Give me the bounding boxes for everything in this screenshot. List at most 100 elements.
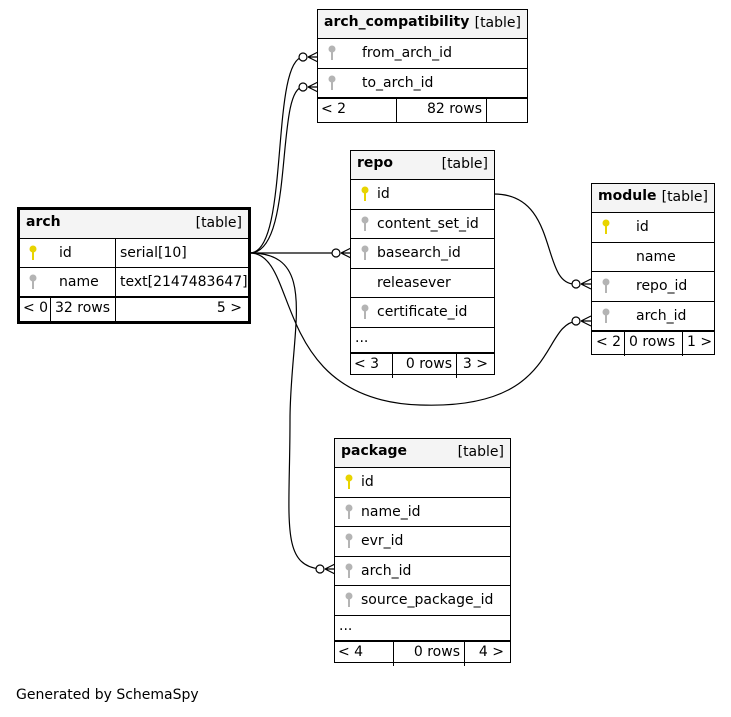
index-key-icon: [29, 274, 37, 289]
column-row-name[interactable]: name text[2147483647]: [20, 268, 248, 297]
footer-children: 5 >: [216, 300, 242, 316]
edge-arch-package-arch-id: [249, 252, 321, 570]
column-name: id: [361, 474, 374, 490]
footer-parents: < 3: [351, 353, 393, 378]
crowfoot: [307, 81, 319, 93]
index-key-icon: [328, 75, 336, 90]
column-type: serial[10]: [120, 245, 187, 261]
column-name: basearch_id: [377, 245, 461, 261]
table-header: module [table]: [592, 184, 714, 213]
crowfoot: [340, 247, 352, 259]
more-columns: ...: [351, 328, 494, 353]
index-key-icon: [361, 216, 369, 231]
column-name: from_arch_id: [362, 45, 452, 61]
index-key-icon: [602, 278, 610, 293]
table-footer: < 3 0 rows 3 >: [351, 352, 494, 378]
crowfoot: [580, 315, 592, 327]
column-name: name: [636, 248, 676, 265]
crowfoot: [580, 278, 592, 290]
footer-rows: 32 rows: [51, 298, 116, 322]
column-row-id[interactable]: id: [351, 180, 494, 210]
index-key-icon: [345, 563, 353, 578]
footer-parents: < 0: [20, 298, 51, 322]
index-key-icon: [345, 533, 353, 548]
footer-children: 4 >: [478, 643, 504, 660]
table-kind: [table]: [661, 189, 708, 205]
column-row-evr-id[interactable]: evr_id: [335, 527, 510, 557]
table-arch[interactable]: arch [table] id serial[10] name text[214…: [17, 207, 251, 324]
index-key-icon: [361, 304, 369, 319]
table-name: arch_compatibility: [324, 14, 470, 30]
edge-end-circle: [571, 279, 581, 289]
crowfoot: [307, 51, 319, 63]
column-name: name_id: [361, 503, 421, 520]
column-name: evr_id: [361, 533, 404, 549]
footer-rows: 82 rows: [397, 99, 487, 123]
column-row-to-arch-id[interactable]: to_arch_id: [318, 69, 527, 98]
table-repo[interactable]: repo [table] id content_set_id basearch_…: [350, 150, 495, 378]
edge-end-circle: [571, 316, 581, 326]
column-row-repo-id[interactable]: repo_id: [592, 272, 714, 302]
primary-key-icon: [361, 186, 369, 201]
column-row-from-arch-id[interactable]: from_arch_id: [318, 39, 527, 69]
table-header: arch_compatibility [table]: [318, 10, 527, 39]
primary-key-icon: [345, 474, 353, 489]
column-row-arch-id[interactable]: arch_id: [335, 557, 510, 586]
column-name: releasever: [377, 274, 451, 291]
edge-arch-from-arch-id: [249, 56, 304, 254]
footer-parents: < 4: [335, 641, 394, 666]
index-key-icon: [345, 504, 353, 519]
table-name: package: [341, 443, 408, 459]
column-row-name[interactable]: name: [592, 243, 714, 272]
more-columns-ellipsis: ...: [355, 329, 369, 346]
table-module[interactable]: module [table] id name repo_id arch_id <…: [591, 183, 715, 356]
more-columns: ...: [335, 616, 510, 641]
generated-by-footer: Generated by SchemaSpy: [16, 687, 199, 703]
table-kind: [table]: [195, 215, 242, 231]
column-name: id: [636, 219, 649, 235]
column-row-source-package-id[interactable]: source_package_id: [335, 586, 510, 616]
table-package[interactable]: package [table] id name_id evr_id arch_i…: [334, 438, 511, 666]
footer-children: 3 >: [462, 355, 488, 372]
column-row-id[interactable]: id serial[10]: [20, 239, 248, 268]
footer-children: 1 >: [687, 334, 713, 350]
column-name: content_set_id: [377, 215, 479, 232]
table-footer: < 2 82 rows: [318, 98, 527, 123]
footer-children: [487, 99, 527, 123]
edge-end-circle: [331, 248, 341, 258]
column-row-id[interactable]: id: [335, 468, 510, 498]
column-row-releasever[interactable]: releasever: [351, 269, 494, 298]
column-row-name-id[interactable]: name_id: [335, 498, 510, 527]
index-key-icon: [361, 245, 369, 260]
column-row-id[interactable]: id: [592, 213, 714, 243]
column-name: source_package_id: [361, 592, 494, 608]
column-name: arch_id: [636, 307, 687, 324]
column-row-arch-id[interactable]: arch_id: [592, 302, 714, 331]
column-name: arch_id: [361, 562, 412, 579]
table-arch-compatibility[interactable]: arch_compatibility [table] from_arch_id …: [317, 9, 528, 123]
column-row-content-set-id[interactable]: content_set_id: [351, 210, 494, 239]
index-key-icon: [602, 308, 610, 323]
footer-rows: 0 rows: [394, 641, 465, 666]
edge-end-circle: [298, 52, 308, 62]
table-kind: [table]: [441, 156, 488, 172]
edge-arch-module-arch-id: [249, 252, 578, 406]
table-header: repo [table]: [351, 151, 494, 180]
primary-key-icon: [602, 219, 610, 234]
column-row-basearch-id[interactable]: basearch_id: [351, 239, 494, 269]
column-name: name: [59, 274, 99, 290]
footer-rows: 0 rows: [393, 353, 457, 378]
index-key-icon: [345, 592, 353, 607]
edge-end-circle: [315, 564, 325, 574]
column-row-certificate-id[interactable]: certificate_id: [351, 298, 494, 328]
footer-parents: < 2: [592, 332, 625, 356]
crowfoot: [324, 563, 336, 575]
column-name: id: [59, 245, 72, 261]
table-footer: < 0 32 rows 5 >: [20, 297, 248, 322]
edge-arch-to-arch-id: [249, 86, 304, 254]
table-footer: < 4 0 rows 4 >: [335, 640, 510, 666]
table-name: arch: [26, 214, 61, 230]
table-name: repo: [357, 155, 394, 171]
column-name: id: [377, 186, 390, 202]
primary-key-icon: [29, 245, 37, 260]
